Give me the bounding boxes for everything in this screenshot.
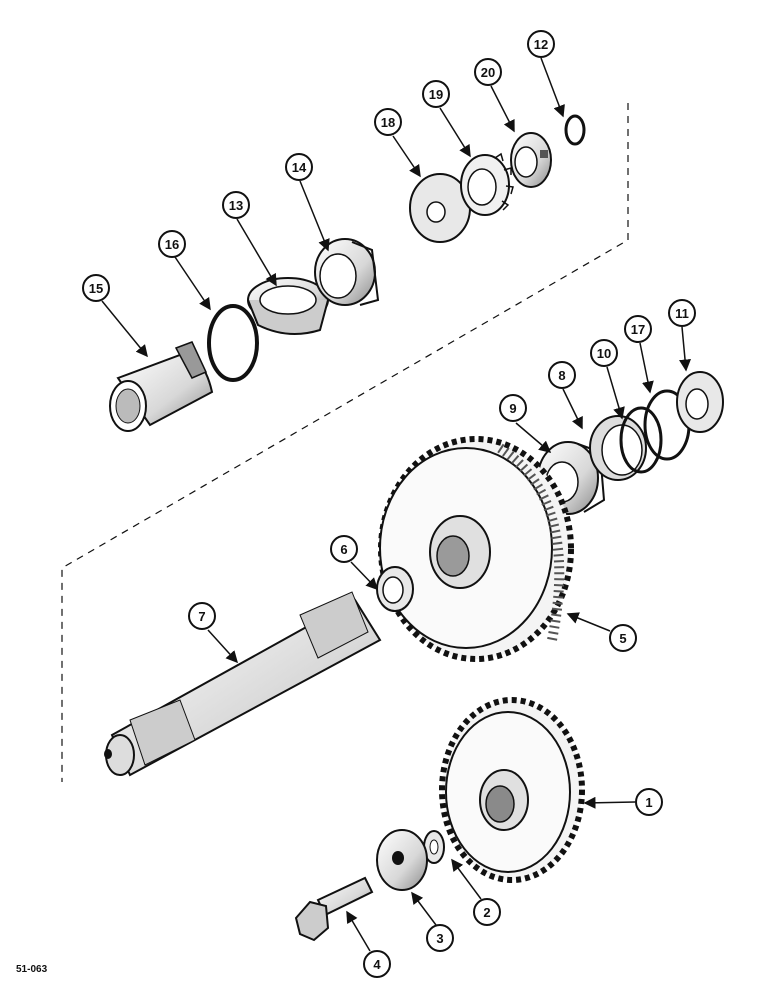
callout-4: 4: [363, 950, 391, 978]
callout-12: 12: [527, 30, 555, 58]
callout-20: 20: [474, 58, 502, 86]
part-1-small-helical-gear: [439, 697, 585, 883]
part-14-tapered-roller-bearing: [314, 238, 380, 306]
callout-18: 18: [374, 108, 402, 136]
callout-19: 19: [422, 80, 450, 108]
part-13-bearing-cup: [247, 277, 329, 335]
callout-2: 2: [473, 898, 501, 926]
svg-text:3: 3: [436, 931, 443, 946]
figure-reference-code: 51-063: [16, 964, 48, 975]
svg-text:13: 13: [229, 198, 243, 213]
part-16-snap-ring: [207, 304, 259, 382]
part-10-ring: [619, 406, 663, 474]
callout-5: 5: [609, 624, 637, 652]
part-2-small-washer: [423, 830, 445, 864]
svg-text:10: 10: [597, 346, 611, 361]
callout-leaders: [101, 57, 692, 952]
part-12-snap-ring: [564, 114, 586, 146]
part-7-splined-shaft: [104, 591, 382, 777]
svg-text:4: 4: [373, 957, 381, 972]
svg-text:18: 18: [381, 115, 395, 130]
part-11-seal-washer: [676, 371, 724, 433]
callout-3: 3: [426, 924, 454, 952]
callout-15: 15: [82, 274, 110, 302]
callout-16: 16: [158, 230, 186, 258]
callout-13: 13: [222, 191, 250, 219]
callout-11: 11: [668, 299, 696, 327]
callout-7: 7: [188, 602, 216, 630]
svg-text:7: 7: [198, 609, 205, 624]
svg-text:6: 6: [340, 542, 347, 557]
svg-text:9: 9: [509, 401, 516, 416]
svg-text:16: 16: [165, 237, 179, 252]
svg-text:11: 11: [675, 306, 689, 321]
part-20-slotted-nut: [510, 132, 552, 188]
callout-14: 14: [285, 153, 313, 181]
svg-text:12: 12: [534, 37, 548, 52]
svg-text:14: 14: [292, 160, 307, 175]
part-6-thrust-washer: [376, 566, 414, 612]
svg-text:1: 1: [645, 795, 652, 810]
callout-17: 17: [624, 315, 652, 343]
part-19-tab-lock-washer: [460, 152, 514, 216]
svg-text:20: 20: [481, 65, 495, 80]
svg-text:17: 17: [631, 322, 645, 337]
callout-10: 10: [590, 339, 618, 367]
svg-text:15: 15: [89, 281, 103, 296]
svg-text:8: 8: [558, 368, 565, 383]
callout-1: 1: [635, 788, 663, 816]
svg-text:5: 5: [619, 631, 626, 646]
callout-8: 8: [548, 361, 576, 389]
part-15-hub-sleeve: [109, 341, 214, 432]
callout-9: 9: [499, 394, 527, 422]
svg-text:19: 19: [429, 87, 443, 102]
part-4-hex-bolt: [294, 876, 374, 942]
callout-6: 6: [330, 535, 358, 563]
assembly-boundary-dashed-line: [61, 103, 629, 782]
svg-text:2: 2: [483, 905, 490, 920]
part-5-large-helical-gear: [378, 436, 574, 662]
part-3-spacer: [376, 829, 428, 891]
